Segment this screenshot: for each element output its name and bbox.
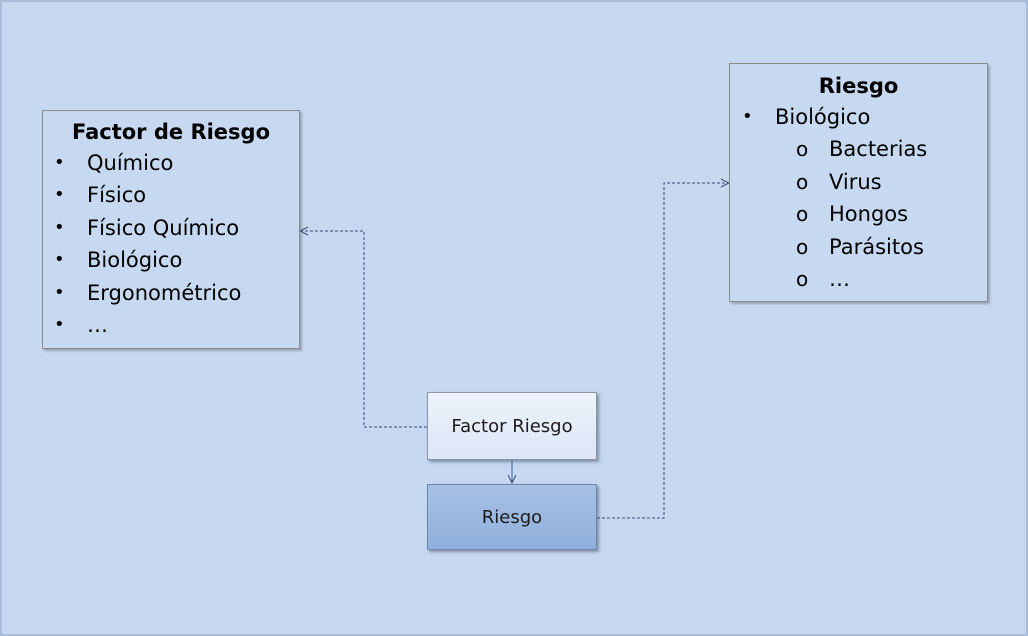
list-item-label: Biológico [87, 248, 183, 273]
bullet-icon: • [54, 249, 65, 271]
list-item-label: … [87, 313, 108, 338]
bullet-icon: • [54, 314, 65, 336]
circle-bullet-icon: o [796, 169, 809, 194]
bullet-icon: • [742, 106, 753, 127]
list-item: • Biológico [43, 244, 299, 276]
list-item: o Parásitos [730, 231, 987, 263]
list-item: o Bacterias [730, 133, 987, 165]
circle-bullet-icon: o [796, 202, 809, 227]
list-item-label: Ergonométrico [87, 280, 242, 305]
factor-panel-title: Factor de Riesgo [71, 120, 271, 144]
circle-bullet-icon: o [796, 137, 809, 162]
list-item: • Físico [43, 179, 299, 211]
list-item: • Químico [43, 147, 299, 179]
circle-bullet-icon: o [796, 267, 809, 292]
list-item: • Físico Químico [43, 212, 299, 244]
list-item: o Hongos [730, 198, 987, 230]
bullet-icon: • [54, 281, 65, 303]
riesgo-node: Riesgo [427, 484, 597, 550]
list-item-label: Parásitos [829, 234, 924, 259]
factor-de-riesgo-panel: Factor de Riesgo • Químico • Físico • Físic… [42, 110, 300, 349]
list-item-label: Hongos [829, 202, 909, 227]
list-item-label: Químico [87, 151, 174, 175]
list-item: o Virus [730, 166, 987, 198]
riesgo-panel-title: Riesgo [818, 74, 899, 98]
list-item: • Ergonométrico [43, 277, 299, 309]
riesgo-label: Riesgo [481, 506, 543, 528]
circle-bullet-icon: o [796, 234, 809, 259]
factor-riesgo-label: Factor Riesgo [451, 415, 573, 437]
list-item-label: Biológico [775, 105, 871, 129]
list-item-category: • Biológico [730, 101, 987, 133]
list-item-label: Bacterias [829, 137, 928, 162]
factor-riesgo-node: Factor Riesgo [427, 392, 597, 460]
bullet-icon: • [54, 184, 65, 206]
bullet-icon: • [54, 216, 65, 238]
list-item: o… [730, 263, 987, 295]
factor-list: • Químico • Físico • Físico Químico • Biológ… [43, 147, 299, 341]
list-item-label: Físico Químico [87, 215, 240, 240]
list-item: •… [43, 309, 299, 341]
list-item-label: Virus [829, 169, 882, 194]
list-item-label: Físico [87, 183, 147, 208]
list-item-label: … [829, 267, 850, 292]
bullet-icon: • [54, 152, 65, 173]
